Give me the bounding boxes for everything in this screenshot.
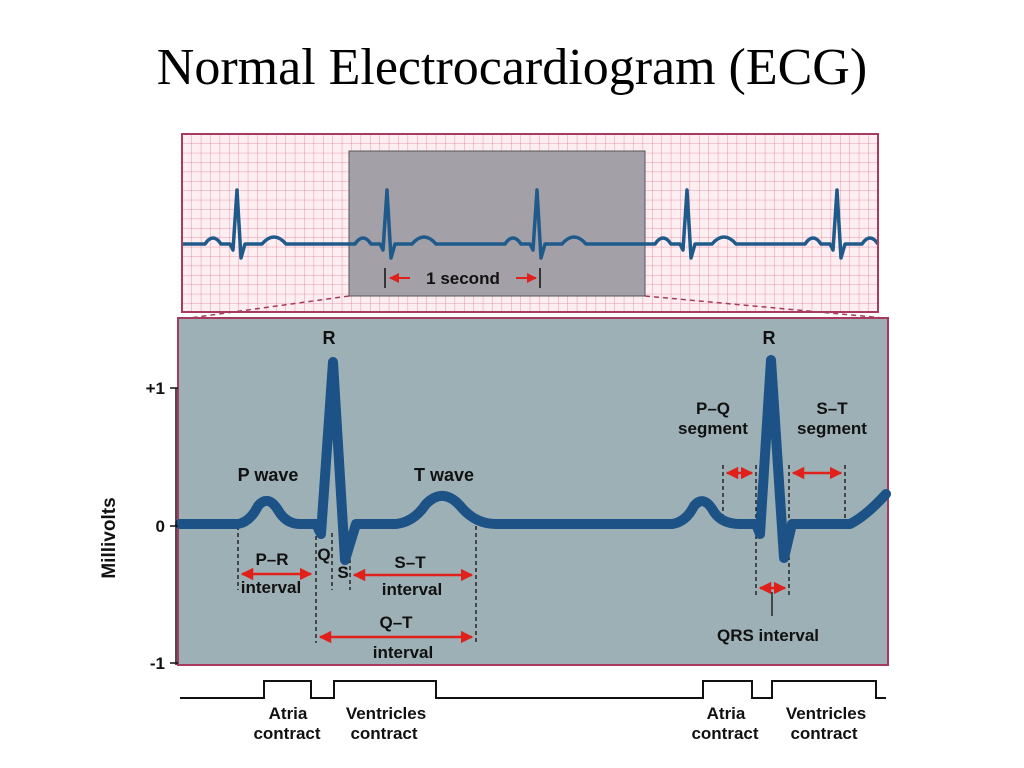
- atria-contract-right-1: Atria: [707, 704, 746, 723]
- ventricles-contract-left-2: contract: [350, 724, 417, 743]
- st-interval-label-2: interval: [382, 580, 442, 599]
- strip-trace: [182, 188, 880, 260]
- atria-contract-left-2: contract: [253, 724, 320, 743]
- rhythm-strip: 1 second: [181, 133, 880, 313]
- atria-contract-left-1: Atria: [269, 704, 308, 723]
- tick-label-plus1: +1: [146, 379, 165, 398]
- contraction-timing-line: [180, 680, 886, 699]
- qt-interval-label-2: interval: [373, 643, 433, 662]
- strip-frame: [181, 133, 879, 313]
- st-interval-label-1: S–T: [394, 553, 426, 572]
- qt-interval-label-1: Q–T: [379, 613, 413, 632]
- atria-contract-right-2: contract: [691, 724, 758, 743]
- zoom-connector-right: [644, 295, 885, 319]
- y-axis-label: Millivolts: [99, 497, 120, 578]
- ventricles-contract-left-1: Ventricles: [346, 704, 426, 723]
- ventricles-contract-right-1: Ventricles: [786, 704, 866, 723]
- r-label-left: R: [323, 328, 336, 348]
- q-label: Q: [317, 545, 330, 564]
- tick-label-0: 0: [156, 517, 165, 536]
- pq-segment-label-2: segment: [678, 419, 748, 438]
- pr-interval-label-2: interval: [241, 578, 301, 597]
- ventricles-contract-right-2: contract: [790, 724, 857, 743]
- y-axis: +1 0 -1 Millivolts: [99, 379, 178, 673]
- ecg-trace: [175, 355, 891, 565]
- magnified-panel: +1 0 -1 Millivolts R R P wave T wave Q S…: [99, 317, 891, 673]
- pq-segment-label-1: P–Q: [696, 399, 730, 418]
- t-wave-label: T wave: [414, 465, 474, 485]
- r-label-right: R: [763, 328, 776, 348]
- pr-interval-label-1: P–R: [255, 550, 288, 569]
- s-label: S: [337, 563, 348, 582]
- qrs-interval-label: QRS interval: [717, 626, 819, 645]
- page-title: Normal Electrocardiogram (ECG): [156, 39, 868, 96]
- zoom-highlight: [348, 150, 646, 297]
- tick-label-minus1: -1: [150, 654, 165, 673]
- st-segment-label-1: S–T: [816, 399, 848, 418]
- st-segment-label-2: segment: [797, 419, 867, 438]
- scale-label: 1 second: [426, 269, 500, 288]
- p-wave-label: P wave: [238, 465, 299, 485]
